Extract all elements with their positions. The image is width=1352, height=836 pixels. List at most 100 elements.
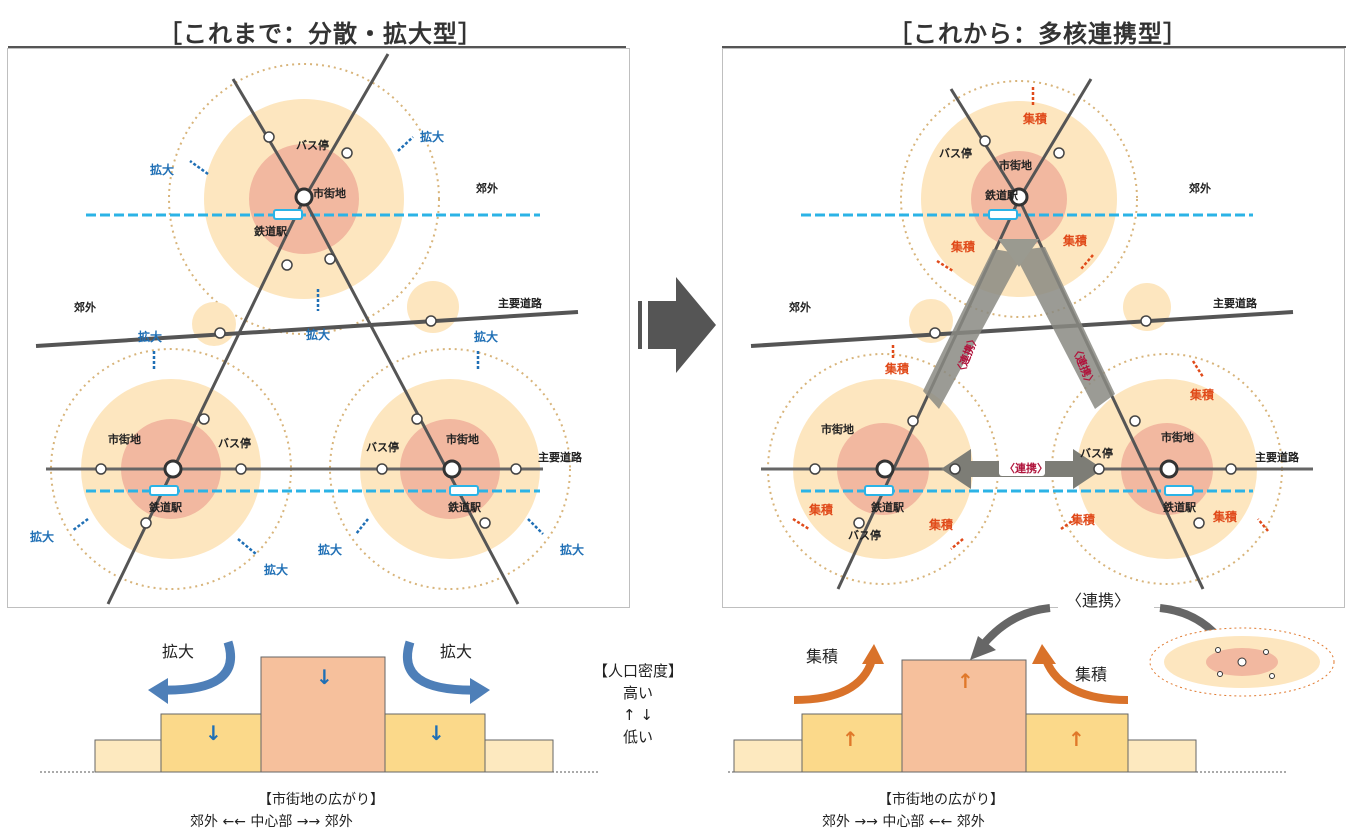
expand-label: 拡大 [150, 162, 174, 177]
hub-marker [1159, 459, 1179, 479]
left-map-panel: バス停 市街地 鉄道駅 郊外 郊外 主要道路 市街地 バス停 鉄道駅 バス停 市… [7, 48, 630, 608]
suburb-block [733, 739, 803, 773]
station-marker [449, 485, 479, 496]
city-label: 市街地 [821, 422, 854, 436]
link-tag-box [999, 458, 1045, 476]
transition-arrow [638, 277, 716, 373]
expand-label: 拡大 [318, 542, 342, 557]
station-marker [149, 485, 179, 496]
expand-label: 拡大 [30, 529, 54, 544]
road-label: 主要道路 [498, 296, 543, 310]
bus-stops [809, 135, 1237, 529]
left-density-diagram: ↓ ↓ ↓ 拡大 拡大 【市街地の広がり】 郊外 ←← 中心部 →→ 郊外 [40, 640, 600, 830]
ring-block [1025, 713, 1129, 773]
bottom-axis: 郊外 ←← 中心部 →→ 郊外 [190, 813, 353, 830]
mini-node-icon [1149, 627, 1335, 697]
city-label: 市街地 [313, 186, 346, 200]
station-label: 鉄道駅 [254, 224, 287, 238]
city-label: 市街地 [1161, 430, 1194, 444]
main-road [750, 310, 1294, 348]
bus-stop-label: バス停 [848, 528, 881, 542]
city-label: 市街地 [999, 158, 1032, 172]
left-title-rule [8, 46, 626, 48]
up-arrow: ↑ [1068, 727, 1085, 751]
down-arrow: ↓ [316, 665, 333, 689]
right-title: ［これから：多核連携型］ [888, 20, 1188, 48]
station-marker [273, 209, 303, 220]
gather-label: 集積 [1189, 387, 1215, 402]
expand-label: 拡大 [474, 329, 498, 344]
expand-label: 拡大 [138, 329, 162, 344]
up-arrow: ↑ [842, 727, 859, 751]
arrow-head [862, 644, 884, 664]
arrow-head [148, 678, 168, 704]
density-arrows: ↑ ↓ [623, 706, 653, 724]
gather-label: 集積 [928, 517, 954, 532]
road-label: 主要道路 [1213, 296, 1258, 310]
suburb-block [94, 739, 162, 773]
gather-label: 集積 [1075, 665, 1107, 684]
bus-stops [95, 131, 522, 529]
expand-arrows [71, 136, 544, 555]
arrow-head [470, 678, 490, 704]
gather-curve-arrow [1042, 658, 1129, 704]
right-density-diagram: ↑ ↑ ↑ 集積 集積 〈連携〉 【市街地の広がり】 郊外 →→ 中心部 ←← … [728, 586, 1335, 830]
station-marker [864, 485, 894, 496]
road-label: 主要道路 [538, 450, 583, 464]
gather-label: 集積 [1022, 111, 1048, 126]
suburb-block [484, 739, 554, 773]
expand-curve-arrow [402, 640, 479, 695]
suburb-label: 郊外 [74, 300, 96, 314]
core-block [260, 656, 386, 773]
gather-label: 集積 [1070, 512, 1096, 527]
gather-label: 集積 [1062, 233, 1088, 248]
right-map-panel: バス停 市街地 鉄道駅 郊外 郊外 主要道路 市街地 市街地 バス停 鉄道駅 鉄… [722, 48, 1345, 608]
gather-label: 集積 [1212, 509, 1238, 524]
bus-stop-label: バス停 [218, 436, 251, 450]
ring-block [801, 713, 903, 773]
bottom-axis: 郊外 →→ 中心部 ←← 郊外 [822, 813, 985, 830]
station-marker [1164, 485, 1194, 496]
bottom-caption: 【市街地の広がり】 [878, 791, 1004, 808]
hub-marker [294, 187, 314, 207]
road-label: 主要道路 [1255, 450, 1300, 464]
road [1017, 78, 1093, 200]
hub-marker [442, 459, 462, 479]
suburb-label: 郊外 [789, 300, 811, 314]
down-arrow: ↓ [428, 721, 445, 745]
down-arrow: ↓ [205, 721, 222, 745]
density-high: 高い [622, 684, 653, 702]
station-label: 鉄道駅 [448, 500, 481, 514]
hub-marker [163, 459, 183, 479]
small-spot [909, 299, 953, 343]
road [302, 198, 520, 605]
bottom-caption: 【市街地の広がり】 [258, 791, 384, 808]
road [106, 198, 306, 605]
station-label: 鉄道駅 [149, 500, 182, 514]
up-arrow: ↑ [957, 669, 974, 693]
bus-stop-label: バス停 [296, 138, 329, 152]
arrow-head [970, 636, 996, 660]
station-label: 鉄道駅 [985, 188, 1018, 202]
density-low: 低い [622, 728, 653, 746]
city-label: 市街地 [108, 432, 141, 446]
gather-curve-arrow [793, 658, 876, 704]
bus-stop-label: バス停 [366, 440, 399, 454]
right-title-rule [722, 46, 1346, 48]
bus-stop-label: バス停 [1080, 446, 1113, 460]
road [302, 53, 390, 200]
hub-marker [875, 459, 895, 479]
suburb-label: 郊外 [476, 181, 498, 195]
left-title: ［これまで：分散・拡大型］ [158, 20, 483, 48]
bus-stop-label: バス停 [939, 146, 972, 160]
link-curve-arrow [978, 604, 1051, 649]
suburb-block [1127, 739, 1197, 773]
expand-label: 拡大 [420, 129, 444, 144]
hub-marker [1009, 187, 1029, 207]
expand-label: 拡大 [306, 327, 330, 342]
gather-label: 集積 [950, 239, 976, 254]
gather-label: 集積 [808, 502, 834, 517]
suburb-label: 郊外 [1189, 181, 1211, 195]
small-spot [192, 302, 236, 346]
station-marker [988, 209, 1018, 220]
